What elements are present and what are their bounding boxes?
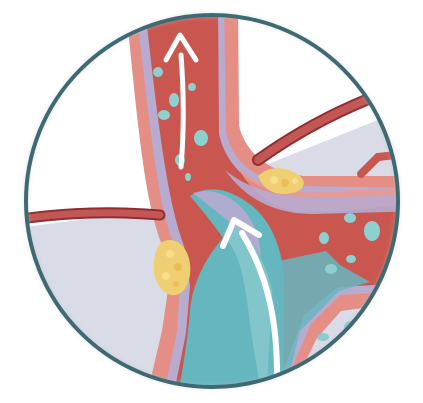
plaque-granule <box>162 272 170 280</box>
plaque-granule <box>281 179 289 187</box>
plaque-granule <box>174 263 182 271</box>
blood-cell-icon <box>169 93 179 107</box>
blood-cell-icon <box>325 264 337 274</box>
plaque-granule <box>166 250 174 258</box>
blood-cell-icon <box>158 110 170 120</box>
blood-cell-icon <box>194 130 208 146</box>
blood-cell-icon <box>346 255 356 263</box>
blood-cell-icon <box>364 221 380 241</box>
blood-cell-icon <box>317 333 329 341</box>
blood-cell-icon <box>319 232 329 244</box>
blood-cell-icon <box>339 351 347 357</box>
blood-cell-icon <box>188 83 196 91</box>
plaque-granule <box>292 178 298 184</box>
plaque-granule <box>270 176 278 184</box>
arrow-up-icon <box>181 55 183 167</box>
blood-cell-icon <box>185 173 191 181</box>
blood-cell-icon <box>344 213 356 223</box>
plaque-granule <box>173 281 179 287</box>
blood-cell-icon <box>153 67 163 77</box>
